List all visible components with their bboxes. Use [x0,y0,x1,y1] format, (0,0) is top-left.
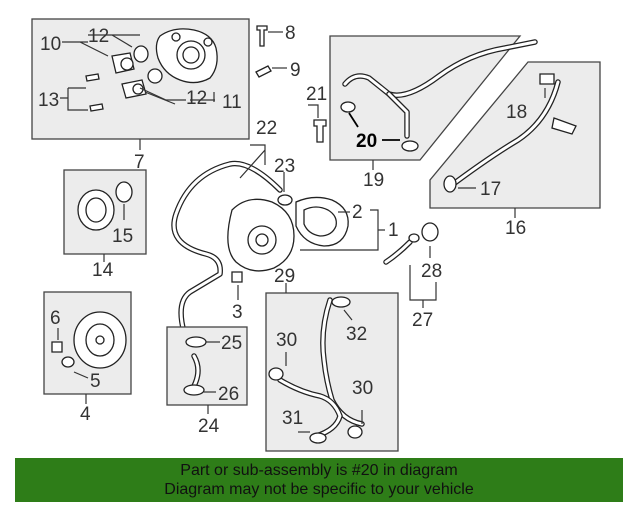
callout-13: 13 [38,90,59,111]
part-27-tube [383,222,439,308]
callout-3: 3 [232,302,243,323]
panel-29-bypass-hose [265,283,399,452]
callout-26: 26 [218,384,239,405]
callout-25: 25 [221,333,242,354]
callout-21: 21 [306,84,327,105]
callout-12-top: 12 [88,26,109,47]
callout-22: 22 [256,118,277,139]
callout-2: 2 [352,202,363,223]
panel-4-pulley [43,291,132,404]
callout-11: 11 [222,92,242,113]
panel-16-coolant-tube [429,61,601,218]
callout-9: 9 [290,60,301,81]
callout-labels: 10 12 13 12 11 7 8 9 21 20 19 18 17 16 2… [38,23,527,437]
callout-4: 4 [80,404,91,425]
banner-line-disclaimer: Diagram may not be specific to your vehi… [164,481,474,498]
panel-7-thermostat-housing [31,18,250,150]
callout-5: 5 [90,371,101,392]
callout-23: 23 [274,156,295,177]
callout-28: 28 [421,261,442,282]
callout-8: 8 [285,23,296,44]
callout-24: 24 [198,416,220,437]
panel-14-thermostat [63,169,147,262]
panel-24-hose-kit [166,326,248,414]
callout-19: 19 [363,170,384,191]
callout-31: 31 [282,408,303,429]
info-banner: Part or sub-assembly is #20 in diagram D… [15,458,623,502]
callout-10: 10 [40,34,61,55]
callout-15: 15 [112,226,133,247]
callout-14: 14 [92,260,114,281]
panel-19-heater-tube [329,35,538,170]
callout-7: 7 [134,152,145,173]
parts-diagram: 10 12 13 12 11 7 8 9 21 20 19 18 17 16 2… [31,18,601,452]
water-pump-assembly [171,144,385,335]
callout-12-bottom: 12 [186,88,207,109]
callout-32: 32 [346,324,367,345]
callout-29: 29 [274,266,295,287]
callout-18: 18 [506,102,527,123]
banner-line-part: Part or sub-assembly is #20 in diagram [180,462,458,479]
callout-30-right: 30 [352,378,373,399]
callout-30-left: 30 [276,330,297,351]
callout-6: 6 [50,308,61,329]
callout-27: 27 [412,310,433,331]
callout-20: 20 [356,131,377,152]
callout-16: 16 [505,218,526,239]
bolt-8-and-pin-9 [255,25,287,78]
callout-1: 1 [388,220,399,241]
bolt-21 [308,104,327,143]
callout-17: 17 [480,179,501,200]
